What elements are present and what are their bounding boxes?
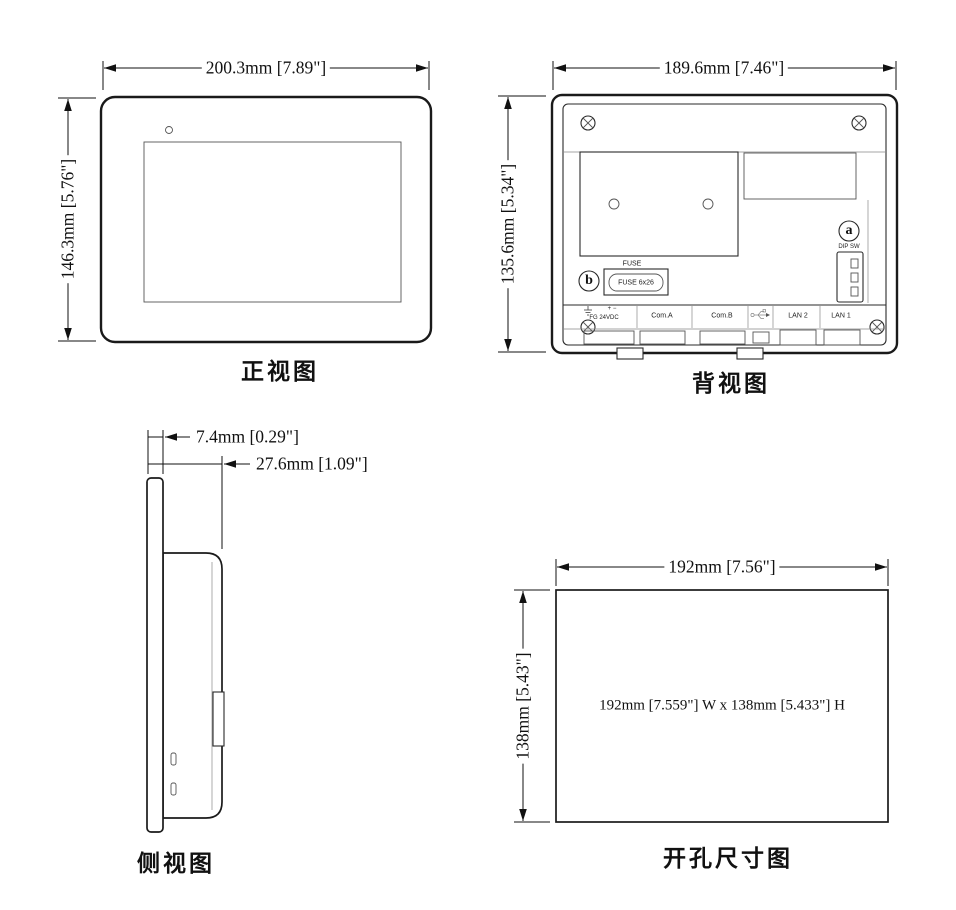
side-bezel-depth-dimension: 7.4mm [0.29"] — [196, 426, 299, 447]
com-a-label: Com.A — [651, 312, 673, 320]
front-view-title: 正视图 — [241, 359, 319, 384]
back-height-dimension: 135.6mm [5.34"] — [497, 159, 519, 289]
front-led-icon — [165, 126, 173, 134]
com-a-connector — [639, 330, 686, 345]
callout-b-circle — [578, 270, 600, 292]
plate-hole — [608, 198, 620, 210]
screw-icon — [580, 319, 596, 335]
fuse-rating-label: FUSE 6x26 — [618, 279, 654, 287]
dip-sw-label: DIP SW — [838, 244, 860, 250]
cutout-rectangle — [555, 589, 889, 823]
side-body — [162, 552, 223, 819]
front-view-drawing — [58, 61, 433, 344]
vent-slot — [170, 752, 177, 766]
side-view-drawing — [146, 430, 250, 833]
din-clip — [212, 691, 225, 747]
cutout-size-note: 192mm [7.559"] W x 138mm [5.433"] H — [599, 697, 845, 714]
front-device-outline — [99, 95, 433, 344]
com-b-label: Com.B — [711, 312, 733, 320]
com-b-connector — [699, 330, 746, 345]
back-view-title: 背视图 — [692, 371, 770, 396]
front-height-dimension: 146.3mm [5.76"] — [57, 154, 79, 284]
plate-hole — [702, 198, 714, 210]
vent-slot — [170, 782, 177, 796]
back-width-dimension: 189.6mm [7.46"] — [659, 57, 789, 79]
front-screen — [143, 141, 402, 303]
screw-icon — [580, 115, 596, 131]
cutout-width-dimension: 192mm [7.56"] — [664, 556, 780, 578]
power-terminal-label: FG 24VDC — [589, 315, 619, 321]
front-width-dimension: 200.3mm [7.89"] — [201, 57, 331, 79]
callout-a-circle — [838, 220, 860, 242]
usb-connector — [752, 331, 770, 344]
side-total-depth-dimension: 27.6mm [1.09"] — [256, 453, 368, 474]
callout-a-label: a — [845, 223, 853, 238]
power-connector — [583, 330, 635, 345]
lan2-label: LAN 2 — [788, 312, 808, 320]
cutout-height-dimension: 138mm [5.43"] — [512, 648, 534, 764]
back-view-drawing — [498, 61, 899, 360]
side-bezel — [146, 477, 164, 833]
back-inner-panel — [562, 103, 887, 346]
screw-icon — [851, 115, 867, 131]
usb-icon — [750, 309, 770, 319]
dip-switch — [836, 251, 864, 303]
mounting-plate — [579, 151, 739, 257]
mounting-tab — [736, 347, 764, 360]
lan2-connector — [779, 329, 817, 346]
power-polarity-marks: + − — [607, 306, 617, 312]
lan1-connector — [823, 329, 861, 346]
right-compartment — [743, 152, 857, 200]
side-view-title: 侧视图 — [137, 851, 215, 876]
mounting-tab — [616, 347, 644, 360]
lan1-label: LAN 1 — [831, 312, 851, 320]
screw-icon — [869, 319, 885, 335]
ground-icon — [584, 306, 592, 316]
cutout-drawing — [514, 559, 889, 823]
cutout-view-title: 开孔尺寸图 — [663, 846, 793, 871]
fuse-label: FUSE — [622, 260, 642, 268]
callout-b-label: b — [585, 273, 593, 288]
